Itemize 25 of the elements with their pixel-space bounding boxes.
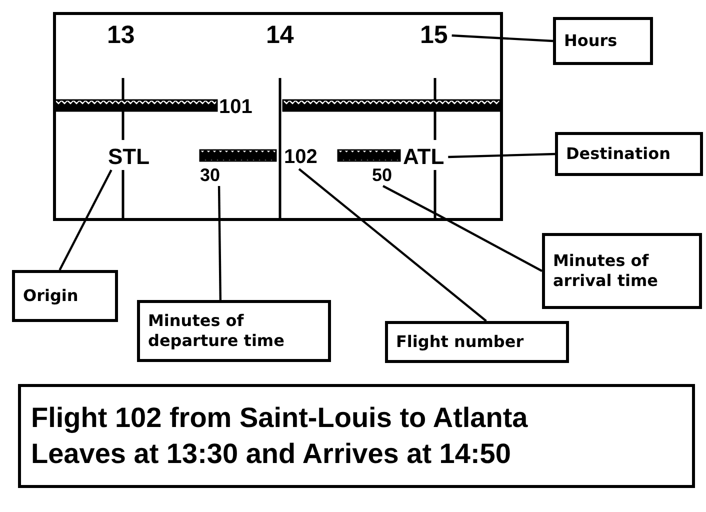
timetable-frame [53, 12, 503, 221]
hour-label: 15 [420, 23, 448, 48]
flight-number: 101 [219, 97, 252, 117]
callout-box: Hours [553, 17, 653, 65]
callout-box: Minutes of arrival time [542, 233, 702, 309]
hour-label: 13 [107, 23, 135, 48]
callout-box: Minutes of departure time [137, 300, 331, 362]
hour-label: 14 [266, 23, 294, 48]
leader-line [58, 170, 112, 270]
caption-box [18, 384, 695, 488]
leader-line [448, 152, 556, 158]
minutes-label: 50 [372, 166, 392, 184]
leader-line [218, 186, 222, 300]
leader-line [298, 168, 487, 322]
minutes-label: 30 [200, 166, 220, 184]
callout-box: Destination [555, 132, 703, 176]
flight-number: 102 [284, 147, 318, 167]
callout-box: Origin [12, 270, 118, 322]
airport-code: STL [108, 146, 150, 168]
leader-line [382, 185, 543, 272]
airport-code: ATL [403, 146, 444, 168]
callout-box: Flight number [385, 321, 569, 363]
caption-line: Flight 102 from Saint-Louis to Atlanta [31, 402, 529, 434]
leader-line [452, 34, 554, 42]
caption-line: Leaves at 13:30 and Arrives at 14:50 [31, 438, 512, 470]
